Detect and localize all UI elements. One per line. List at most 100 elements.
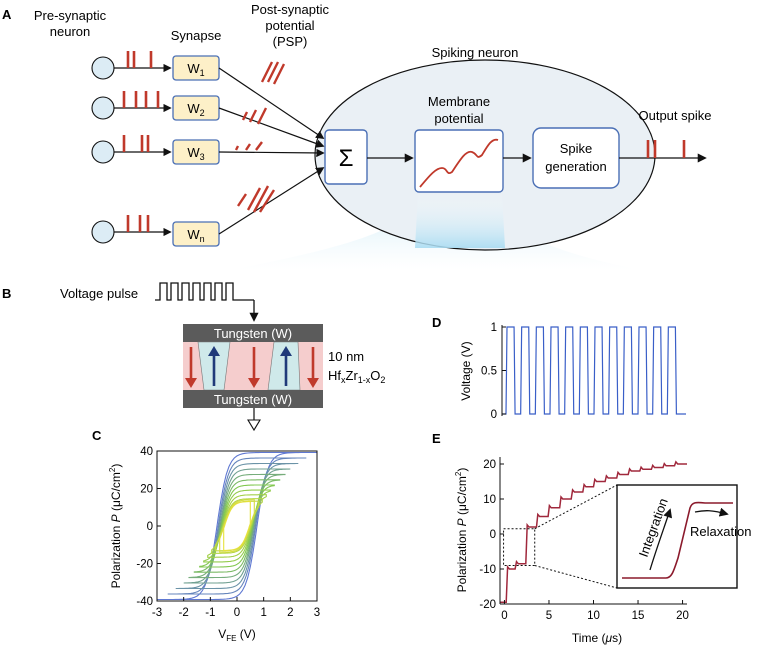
weight-label-wn: Wn — [187, 227, 204, 244]
psp-spike — [248, 109, 258, 123]
x-tick-label: 20 — [676, 610, 689, 622]
y-tick-label: 20 — [483, 459, 496, 471]
hysteresis-plot — [157, 451, 317, 601]
spike-generation-box — [532, 127, 620, 189]
integration-arrow — [649, 508, 673, 571]
presyn-label-line1: Pre-synaptic — [34, 8, 107, 23]
domain-arrows-up — [208, 346, 292, 386]
panel-e-letter: E — [432, 431, 441, 446]
psp-spike — [246, 187, 262, 211]
hysteresis-loop — [207, 494, 267, 558]
x-tick-label: 15 — [632, 610, 645, 622]
psp-spike — [237, 193, 247, 207]
hysteresis-loop — [183, 468, 291, 584]
weight-label-w2: W2 — [187, 101, 204, 118]
output-spike-label: Output spike — [639, 108, 712, 123]
polarization-trace — [500, 460, 687, 604]
panel-c-letter: C — [92, 428, 102, 443]
psp-spike — [252, 185, 270, 213]
y-tick-label: 0 — [491, 409, 497, 421]
domain-arrows-down — [185, 347, 319, 388]
y-tick-label: 1 — [491, 322, 497, 334]
dendrites — [218, 67, 325, 235]
hysteresis-loop — [167, 457, 307, 595]
presyn-neurons — [91, 56, 115, 244]
hysteresis-loop — [193, 479, 281, 573]
output-spikes — [646, 140, 686, 158]
input-spike-trains — [122, 51, 160, 232]
presyn-neuron-n — [91, 220, 115, 244]
x-tick-label: 5 — [546, 610, 552, 622]
thickness-label: 10 nm — [328, 349, 364, 364]
voltage-pulse-train — [155, 282, 254, 301]
sum-symbol: Σ — [339, 145, 354, 172]
hysteresis-loop — [175, 462, 299, 590]
psp-spike — [241, 111, 249, 121]
hysteresis-ylabel: Polarization P (μC/cm2) — [108, 464, 123, 589]
bottom-electrode-label: Tungsten (W) — [214, 392, 292, 407]
membrane-glow — [415, 192, 505, 248]
bottom-electrode — [183, 390, 323, 408]
x-tick-label: 2 — [287, 607, 293, 619]
relaxation-label: Relaxation — [690, 524, 751, 539]
psp-traces — [234, 61, 286, 213]
membrane-label-line1: Membrane — [428, 94, 490, 109]
spike-gen-label-line1: Spike — [560, 141, 593, 156]
x-tick-label: -1 — [205, 607, 215, 619]
hysteresis-xlabel: VFE (V) — [218, 627, 256, 643]
psp-spike — [234, 145, 240, 151]
inset: Integration Relaxation — [616, 484, 751, 589]
ground-symbol — [247, 419, 261, 432]
y-tick-label: 0 — [147, 521, 153, 533]
relaxation-arrow — [694, 507, 729, 517]
spike-gen-label-line2: generation — [545, 159, 606, 174]
weight-label-w3: W3 — [187, 145, 204, 162]
hysteresis-loop — [157, 451, 317, 601]
hysteresis-loop — [219, 499, 255, 553]
y-tick-label: 20 — [140, 484, 153, 496]
spiking-neuron-label: Spiking neuron — [432, 45, 519, 60]
y-tick-label: 0 — [490, 529, 496, 541]
psp-label-line3: (PSP) — [273, 34, 308, 49]
hysteresis-axes — [156, 450, 318, 602]
psp-spike — [272, 63, 286, 85]
voltage-pulse-label: Voltage pulse — [60, 286, 138, 301]
y-tick-label: -20 — [136, 559, 153, 571]
ferroelectric-device: Tungsten (W) Tungsten (W) — [183, 324, 323, 408]
hysteresis-loop — [203, 489, 271, 563]
voltage-trace — [502, 326, 686, 415]
material-label: HfxZr1-xO2 — [328, 368, 385, 385]
presyn-label-line2: neuron — [50, 24, 90, 39]
psp-spike — [256, 107, 268, 125]
presyn-neuron-2 — [91, 96, 115, 120]
synapse-boxes: W1 W2 W3 Wn — [172, 55, 220, 247]
x-tick-label: 0 — [501, 610, 507, 622]
voltage-ylabel: Voltage (V) — [459, 341, 473, 400]
psp-spike — [260, 61, 274, 83]
polarization-time-plot — [500, 460, 687, 604]
y-tick-label: 10 — [483, 494, 496, 506]
y-tick-label: 0.5 — [481, 366, 497, 378]
inset-curve — [622, 501, 733, 579]
x-tick-label: 0 — [234, 607, 240, 619]
psp-spike — [258, 189, 276, 213]
x-tick-label: -3 — [152, 607, 162, 619]
hysteresis-loop — [199, 484, 275, 568]
hysteresis-loop — [223, 501, 251, 551]
psp-spike — [245, 143, 251, 151]
psp-spike — [255, 141, 263, 151]
membrane-potential-curve — [419, 138, 499, 188]
domain-up-2 — [267, 341, 301, 391]
psp-spike — [266, 61, 280, 83]
x-tick-label: 1 — [260, 607, 266, 619]
hysteresis-loop — [211, 498, 263, 554]
panel-a-letter: A — [2, 7, 12, 22]
panel-d-letter: D — [432, 315, 441, 330]
polarization-time-xlabel: Time (μs) — [572, 631, 622, 645]
membrane-label-line2: potential — [434, 111, 483, 126]
zoom-line-bottom — [534, 565, 618, 589]
polarization-time-ylabel: Polarization P (μC/cm2) — [454, 468, 469, 593]
presyn-neuron-1 — [91, 56, 115, 80]
